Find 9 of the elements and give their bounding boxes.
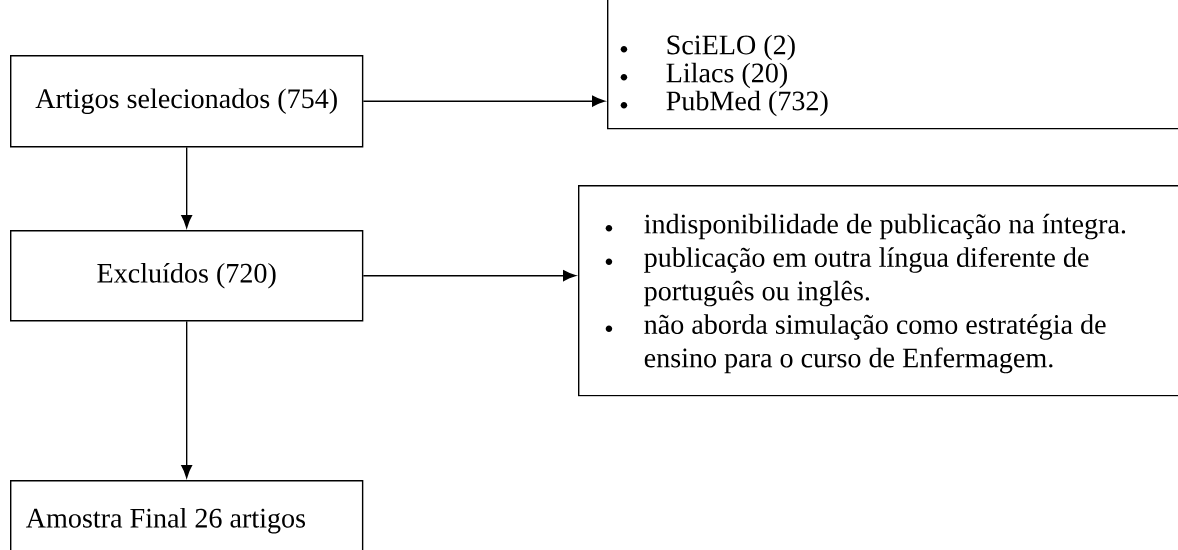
process-box: Amostra Final 26 artigos (10, 480, 364, 550)
arrow (362, 95, 605, 107)
process-box: Excluídos (720) (10, 230, 364, 322)
arrow (362, 270, 576, 282)
process-box: SciELO (2) Lilacs (20) PubMed (732) (607, 0, 1178, 130)
arrow (181, 320, 193, 478)
process-box: indisponibilidade de publicação na íntegra. publicação em outra língua diferente de português ou inglês. não aborda simulação como estratégia de ensino para o curso de Enfermagem. (578, 185, 1178, 397)
process-box: Artigos selecionados (754) (10, 55, 364, 148)
arrow (181, 146, 193, 228)
